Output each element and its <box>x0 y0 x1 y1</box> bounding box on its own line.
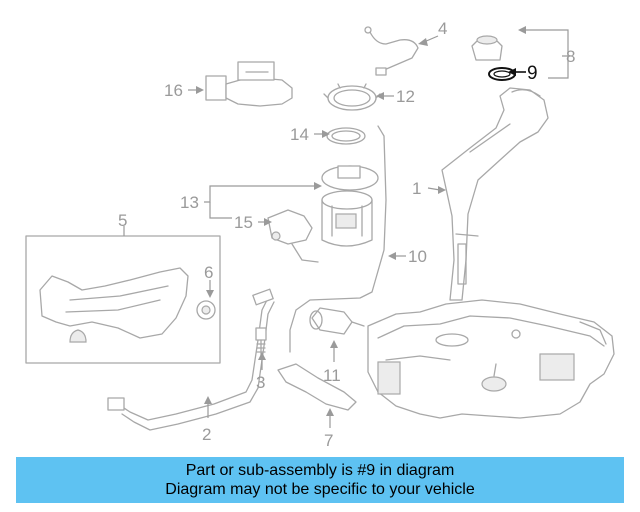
callout-5: 5 <box>118 211 127 230</box>
callout-9-highlighted: 9 <box>527 63 538 84</box>
part-2-strap <box>107 288 275 431</box>
part-7-bracket <box>277 363 357 411</box>
part-1-filler-neck <box>441 87 549 301</box>
banner-line-disclaimer: Diagram may not be specific to your vehi… <box>165 481 475 498</box>
leader-lines <box>123 26 569 428</box>
callout-11: 11 <box>323 366 341 385</box>
callout-3: 3 <box>256 373 265 392</box>
part-15-sending-unit <box>267 209 319 263</box>
callout-4: 4 <box>438 19 447 38</box>
fuel-tank <box>367 299 615 419</box>
part-10-vent-line <box>289 125 387 353</box>
info-banner: Part or sub-assembly is #9 in diagram Di… <box>16 457 624 503</box>
callout-16: 16 <box>164 81 183 100</box>
part-5-inset-box <box>25 235 221 364</box>
part-5-group <box>25 235 221 364</box>
part-13-pump-assembly <box>321 165 379 247</box>
part-14-seal <box>326 127 366 145</box>
part-9-seal-ring <box>488 67 516 81</box>
callout-8: 8 <box>566 47 575 66</box>
part-4-sensor <box>364 26 419 76</box>
callout-2: 2 <box>202 425 211 444</box>
callout-14: 14 <box>290 125 309 144</box>
part-3-bolt <box>255 327 267 357</box>
callout-numbers: 1 2 3 4 5 6 7 8 9 10 11 12 13 14 15 16 <box>118 19 575 450</box>
callout-6: 6 <box>204 263 213 282</box>
callout-1: 1 <box>412 179 421 198</box>
part-8-filler-cap <box>471 35 503 61</box>
part-12-lock-ring <box>323 83 381 111</box>
callout-7: 7 <box>324 431 333 450</box>
callout-15: 15 <box>234 213 253 232</box>
part-11-filter <box>309 307 365 335</box>
callout-10: 10 <box>408 247 427 266</box>
callout-12: 12 <box>396 87 415 106</box>
banner-line-part-number: Part or sub-assembly is #9 in diagram <box>185 462 455 479</box>
callout-13: 13 <box>180 193 199 212</box>
heat-shield-icon <box>39 267 189 339</box>
part-16-pump <box>205 61 293 107</box>
